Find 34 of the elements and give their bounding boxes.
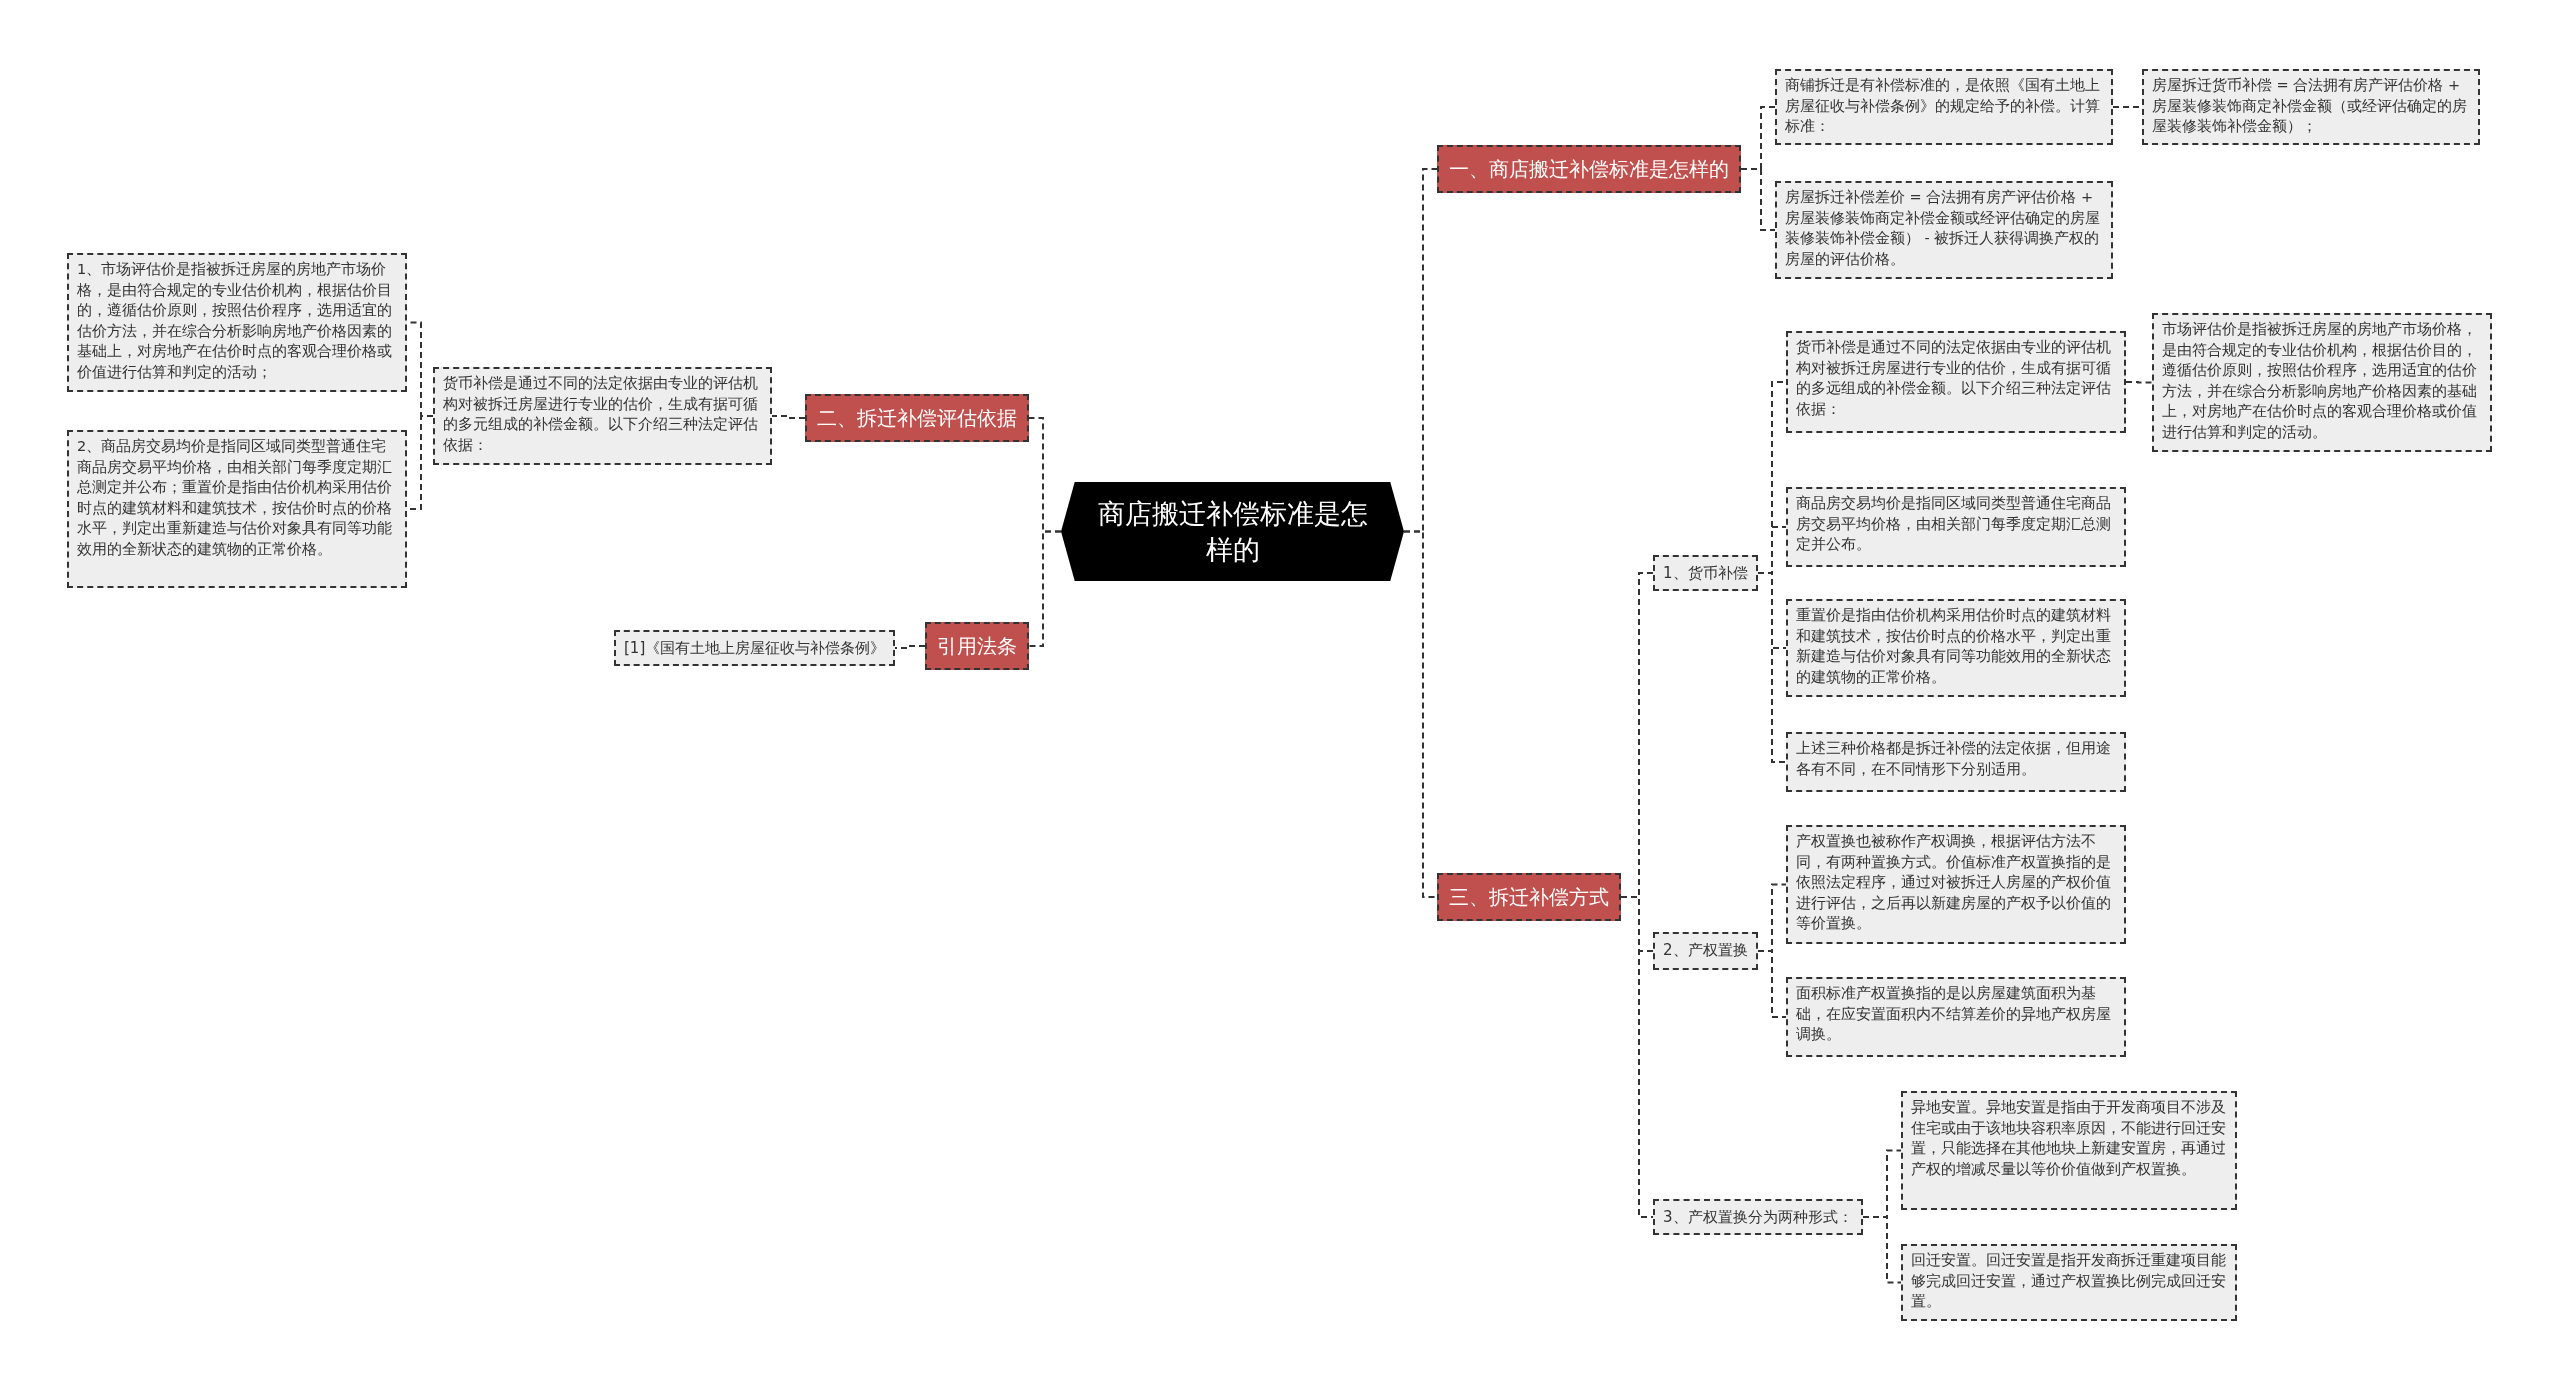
connector-line [2125,381,2153,384]
subtopic-box: 1、货币补偿 [1653,555,1758,591]
subtopic-box: 2、产权置换 [1653,932,1758,970]
subtopic-box: 3、产权置换分为两种形式： [1653,1199,1863,1235]
text-box: 回迁安置。回迁安置是指开发商拆迁重建项目能够完成回迁安置，通过产权置换比例完成回迁安置。 [1901,1244,2237,1321]
text-box: 商品房交易均价是指同区域同类型普通住宅商品房交易平均价格，由相关部门每季度定期汇总测定并公布。 [1786,487,2126,567]
text-box: 1、市场评估价是指被拆迁房屋的房地产市场价格，是由符合规定的专业估价机构，根据估价目的，遵循估价原则，按照估价程序，选用适宜的估价方法，并在综合分析影响房地产价格因素的基础上，对房地产在估价时点的客观合理价格或价值进行估算和判定的活动； [67,253,407,392]
branch-box: 一、商店搬迁补偿标准是怎样的 [1437,145,1741,193]
connector-line [1757,572,1787,763]
connector-line [771,415,806,419]
text-box: 房屋拆迁货币补偿 = 合法拥有房产评估价格 + 房屋装修装饰商定补偿金额（或经评估确定的房屋装修装饰补偿金额）； [2142,69,2480,145]
text-box: 货币补偿是通过不同的法定依据由专业的评估机构对被拆迁房屋进行专业的估价，生成有据可循的多远组成的补偿金额。以下介绍三种法定评估依据： [1786,331,2126,433]
text-box: 市场评估价是指被拆迁房屋的房地产市场价格，是由符合规定的专业估价机构，根据估价目的，遵循估价原则，按照估价程序，选用适宜的估价方法，并在综合分析影响房地产价格因素的基础上，对房地产在估价时点的客观合理价格或价值进行估算和判定的活动。 [2152,313,2492,452]
connector-line [1620,896,1654,1218]
branch-box: 二、拆迁补偿评估依据 [805,394,1029,442]
branch-box: 三、拆迁补偿方式 [1437,873,1621,921]
text-box: 货币补偿是通过不同的法定依据由专业的评估机构对被拆迁房屋进行专业的估价，生成有据可循的多元组成的补偿金额。以下介绍三种法定评估依据： [433,367,772,465]
text-box: 2、商品房交易均价是指同区域同类型普通住宅商品房交易平均价格，由相关部门每季度定期汇总测定并公布；重置价是指由估价机构采用估价时点的建筑材料和建筑技术，按估价时点的价格水平，判定出重新建造与估价对象具有同等功能效用的全新状态的建筑物的正常价格。 [67,430,407,588]
connector-line [1862,1216,1902,1284]
connector-line [1740,168,1776,231]
text-box: 重置价是指由估价机构采用估价时点的建筑材料和建筑技术，按估价时点的价格水平，判定出重新建造与估价对象具有同等功能效用的全新状态的建筑物的正常价格。 [1786,599,2126,697]
connector-line [1403,530,1438,898]
text-box: 异地安置。异地安置是指由于开发商项目不涉及住宅或由于该地块容积率原因，不能进行回迁安置，只能选择在其他地块上新建安置房，再通过产权的增减尽量以等价价值做到产权置换。 [1901,1091,2237,1210]
text-box: 上述三种价格都是拆迁补偿的法定依据，但用途各有不同，在不同情形下分别适用。 [1786,732,2126,792]
text-box: 产权置换也被称作产权调换，根据评估方法不同，有两种置换方式。价值标准产权置换指的是依照法定程序，通过对被拆迁人房屋的产权价值进行评估，之后再以新建房屋的产权予以价值的等价置换。 [1786,825,2126,944]
central-topic: 商店搬迁补偿标准是怎样的 [1061,482,1404,581]
connector-line [1757,950,1787,1018]
text-box: 面积标准产权置换指的是以房屋建筑面积为基础，在应安置面积内不结算差价的异地产权房屋调换。 [1786,977,2126,1057]
branch-box: 引用法条 [925,622,1029,670]
connector-line [894,645,926,649]
connector-line [1028,530,1062,647]
text-box: 商铺拆迁是有补偿标准的，是依照《国有土地上房屋征收与补偿条例》的规定给予的补偿。计算标准： [1775,69,2113,145]
subtopic-box: [1]《国有土地上房屋征收与补偿条例》 [614,630,896,666]
text-box: 房屋拆迁补偿差价 = 合法拥有房产评估价格 + 房屋装修装饰商定补偿金额或经评估确定的房屋装修装饰补偿金额） - 被拆迁人获得调换产权的房屋的评估价格。 [1775,181,2113,279]
